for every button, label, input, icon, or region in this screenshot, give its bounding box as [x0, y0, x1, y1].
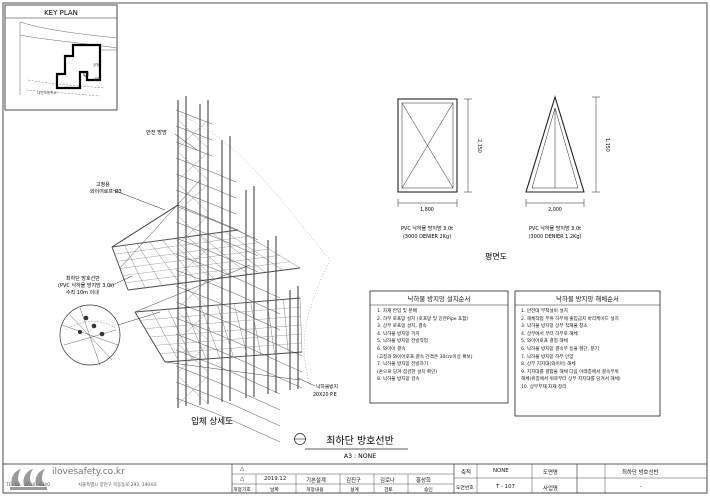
callout-bottom-2: (PVC 낙하물 방지망 3.0t): [58, 282, 114, 289]
scale-label: 축척: [461, 470, 471, 476]
header-rev-mark: 개정기호: [233, 488, 251, 493]
procedure-step: 9. 지지대를 결합물 해체 다음 아래층에서 결속부위: [521, 369, 619, 375]
revision-mark-2: △: [240, 466, 245, 472]
scale-value: NONE: [493, 468, 509, 474]
revision-reviewer: 김로나: [380, 478, 395, 484]
header-content: 개정내용: [306, 488, 324, 493]
procedure-step: 8. 상부 지지대(와이어) 해체: [521, 362, 576, 368]
header-date: 날짜: [270, 488, 279, 493]
procedure-step: 5. 낙하물 방지망 전방작업: [377, 339, 429, 345]
plan-left-label-1: PVC 낙하물 방지망 3.0t: [401, 225, 453, 232]
scaffold-frame: [175, 96, 303, 443]
procedure-step: 해체(위층에서 위로부터 상부 지지대를 당겨서 해체): [521, 377, 621, 383]
callout-plate-2: 20X20 P.E: [313, 392, 337, 398]
drawing-name-label: 도면명: [543, 470, 558, 476]
key-plan: KEY PLAN 공원 공원 내산초등학교: [4, 4, 118, 111]
revision-approver: 홍성희: [416, 478, 431, 484]
procedure-step: 8. 낙하물 방지망 검속: [377, 377, 420, 383]
title-block: [3, 463, 707, 493]
company-website: ilovesafety.co.kr: [52, 467, 125, 477]
plan-left-height: 2,150: [476, 139, 482, 153]
dismantle-box: [514, 290, 661, 417]
procedure-step: 2. 해체작업 부위 하부에 출입금지 바리케이드 설치: [521, 316, 619, 322]
plan-view-rectangle: [397, 98, 472, 207]
procedure-step: (고정과 와이어로프 결속 간격은 30cm이상 확보): [377, 354, 473, 360]
install-list: 1. 자재 반입 및 분배 2. 하부 로프망 설치 (로프망 및 강관Pipe …: [377, 308, 505, 384]
install-title: 낙하물 방지망 설치순서: [407, 295, 471, 303]
procedure-step: 10. 상부부재 자재 정리: [521, 384, 567, 390]
project-label: 사업명: [543, 486, 558, 492]
zoom-bubble: [59, 304, 161, 366]
ground-line: [177, 113, 331, 386]
plan-caption: 평면도: [485, 251, 507, 261]
plan-view-triangle: [525, 95, 600, 207]
key-plan-mark-1: 공원: [93, 62, 99, 67]
header-approver: 승인: [424, 488, 433, 493]
callout-bottom-1: 최하단 방호선반: [66, 275, 100, 282]
project-value: -: [640, 484, 642, 490]
drawing-no-label: 도면번호: [456, 486, 474, 491]
procedure-step: 3. 낙하물 방지망 상부 적재물 청소: [521, 324, 588, 330]
plan-right-label-1: PVC 낙하물 방지망 3.0t: [529, 225, 581, 232]
callout-plate-1: 낙하물방지: [316, 383, 338, 390]
sheet-title: 최하단 방호선반: [326, 434, 394, 447]
callout-anchor-2: 와이어로프 Ø3: [90, 188, 122, 195]
callout-bottom-3: 수직 10m 이내: [66, 289, 99, 296]
revision-mark: △: [240, 476, 245, 482]
revision-designer: 김진구: [346, 478, 361, 484]
company-phone: TEL 02 - 2618 - 6300: [6, 482, 50, 487]
header-designer: 설계: [350, 488, 359, 493]
procedure-step: 6. 낙하물 방지망 결속부 등을 절단, 분기: [521, 346, 599, 352]
procedure-step: 1. 자재 반입 및 분배: [377, 309, 417, 314]
install-box: [369, 290, 509, 404]
revision-date: 2019.12: [264, 476, 287, 482]
sheet-title-mark: [294, 433, 408, 450]
key-plan-frame: [4, 4, 118, 111]
procedure-step: (손으로 당겨 점검한 설치 확인): [377, 369, 438, 375]
key-plan-mark-2: 공원: [94, 76, 100, 81]
procedure-step: 1. 안전대 부착설비 설치: [521, 309, 568, 314]
procedure-step: 4. 상부에서 부터 하부로 해체: [521, 331, 578, 337]
plan-left-label-2: (3000 DENIER 2Kg): [403, 234, 451, 240]
procedure-step: 6. 와이어 결속: [377, 346, 406, 352]
procedure-step: 7. 낙하물 방지망 하부 인양: [521, 354, 574, 360]
key-plan-building: [55, 43, 102, 90]
isometric-caption: 입체 상세도: [191, 416, 233, 427]
dismantle-list: 1. 안전대 부착설비 설치 2. 해체작업 부위 하부에 출입금지 바리케이드 …: [521, 308, 658, 392]
key-plan-school: 내산초등학교: [37, 90, 58, 95]
key-plan-roads: [19, 21, 118, 95]
revision-content: 기본설계: [306, 478, 326, 484]
procedure-step: 3. 상부 로프망 설치, 결속: [377, 324, 427, 330]
dismantle-title: 낙하물 방지망 해체순서: [556, 295, 619, 303]
procedure-step: 4. 낙하물 방지망 거치: [377, 331, 420, 337]
protection-canopy: [111, 179, 303, 381]
procedure-step: 7. 낙하물 방지망 전방하기: [377, 362, 429, 368]
drawing-name: 최하단 방호선반: [622, 470, 659, 476]
key-plan-title: KEY PLAN: [44, 9, 78, 17]
drawing-no: T - 107: [496, 484, 515, 490]
plan-right-height: 1,150: [604, 138, 610, 152]
company-logo: [10, 469, 47, 490]
plan-left-width: 1,800: [420, 207, 434, 213]
callout-anchor-1: 고정용: [96, 181, 110, 188]
isometric-detail: [59, 96, 331, 443]
procedure-step: 5. 와이어로프 결정 해체: [521, 339, 568, 345]
procedure-step: 2. 하부 로프망 설치 (로프망 및 강관Pipe 포함): [377, 316, 469, 322]
plan-right-width: 2,000: [548, 207, 562, 213]
sheet-scale: A3 : NONE: [344, 453, 376, 460]
plan-right-label-2: (3000 DENIER 1.2Kg): [528, 234, 581, 240]
header-reviewer: 검토: [384, 488, 393, 493]
callout-safety-net: 안전 방망: [146, 128, 167, 136]
company-address: 서울특별시 양천구 목동동로 293, 1904호: [78, 483, 158, 488]
